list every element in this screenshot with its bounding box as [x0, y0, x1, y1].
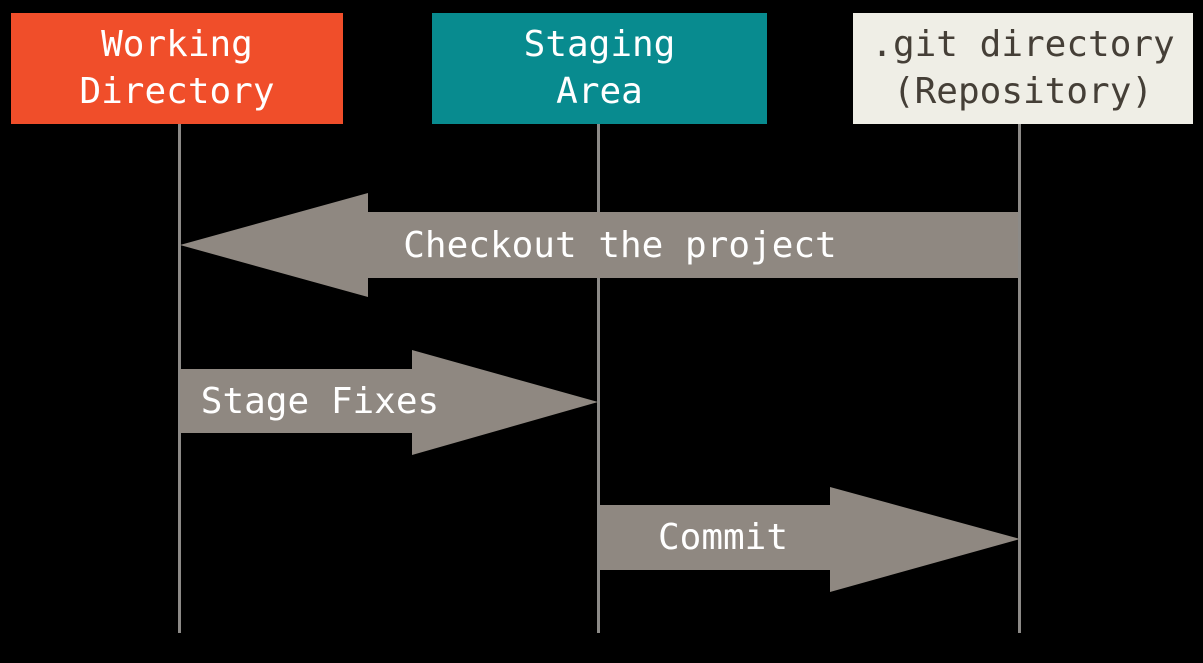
arrow-commit [600, 487, 1020, 592]
arrow-label-checkout: Checkout the project [403, 224, 837, 266]
arrow-label-stage-fixes: Stage Fixes [200, 380, 440, 422]
arrow-label-commit: Commit [657, 517, 789, 558]
column-box-staging-area: Staging Area [432, 13, 767, 124]
column-box-working-directory: Working Directory [11, 13, 343, 124]
arrow-checkout [180, 193, 1018, 297]
lifeline-working-directory [178, 124, 181, 633]
arrow-stage-fixes [180, 350, 598, 455]
column-box-git-directory: .git directory (Repository) [853, 13, 1193, 124]
lifeline-git-directory [1018, 124, 1021, 633]
lifeline-staging-area [597, 124, 600, 633]
